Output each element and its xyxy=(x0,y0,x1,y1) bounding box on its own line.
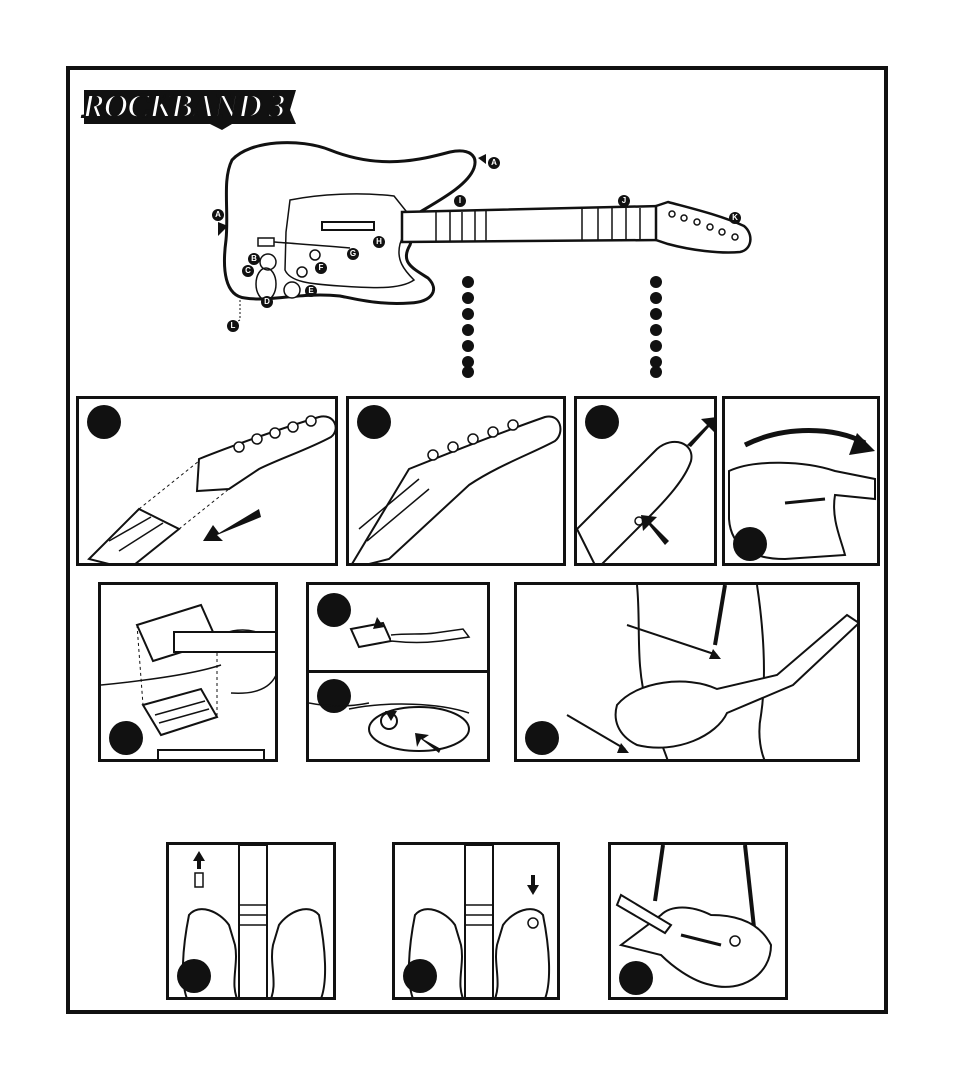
step-marker-icon xyxy=(109,721,143,755)
player-holding-guitar-illustration xyxy=(517,585,860,762)
step-marker-icon xyxy=(619,961,653,995)
callout-k: K xyxy=(729,212,741,224)
step-marker-icon xyxy=(403,959,437,993)
guitar-illustration xyxy=(0,0,954,400)
step-panel-remove-neck xyxy=(76,396,338,566)
step-panel-strap-attached xyxy=(608,842,788,1000)
step-panel-lock-neck xyxy=(574,396,717,566)
step-marker-icon xyxy=(733,527,767,561)
step-panel-attach-neck xyxy=(346,396,566,566)
step-panel-attach-strap-button xyxy=(392,842,560,1000)
step-marker-icon xyxy=(525,721,559,755)
callout-a-left: A xyxy=(212,209,224,221)
callout-d: D xyxy=(261,296,273,308)
step-panel-batteries xyxy=(98,582,278,762)
neck-lock-illustration xyxy=(577,399,717,566)
step-panel-sync-button xyxy=(306,670,490,762)
step-panel-flip-guitar xyxy=(722,396,880,566)
battery-callout-label-bottom xyxy=(157,749,265,762)
callout-a-top: A xyxy=(488,157,500,169)
step-panel-usb-dongle xyxy=(306,582,490,674)
sync-button-illustration xyxy=(309,673,490,762)
callout-f: F xyxy=(315,262,327,274)
callout-c: C xyxy=(242,265,254,277)
step-panel-playing-position xyxy=(514,582,860,762)
callout-g: G xyxy=(347,248,359,260)
callout-b: B xyxy=(248,253,260,265)
step-panel-remove-strap-button xyxy=(166,842,336,1000)
step-marker-icon xyxy=(177,959,211,993)
callout-l: L xyxy=(227,320,239,332)
callout-j: J xyxy=(618,195,630,207)
battery-callout-label-top xyxy=(173,631,278,653)
callout-i: I xyxy=(454,195,466,207)
headstock-detach-illustration xyxy=(79,399,338,566)
headstock-attached-illustration xyxy=(349,399,566,566)
callout-e: E xyxy=(305,285,317,297)
usb-adapter-illustration xyxy=(309,585,490,674)
callout-h: H xyxy=(373,236,385,248)
